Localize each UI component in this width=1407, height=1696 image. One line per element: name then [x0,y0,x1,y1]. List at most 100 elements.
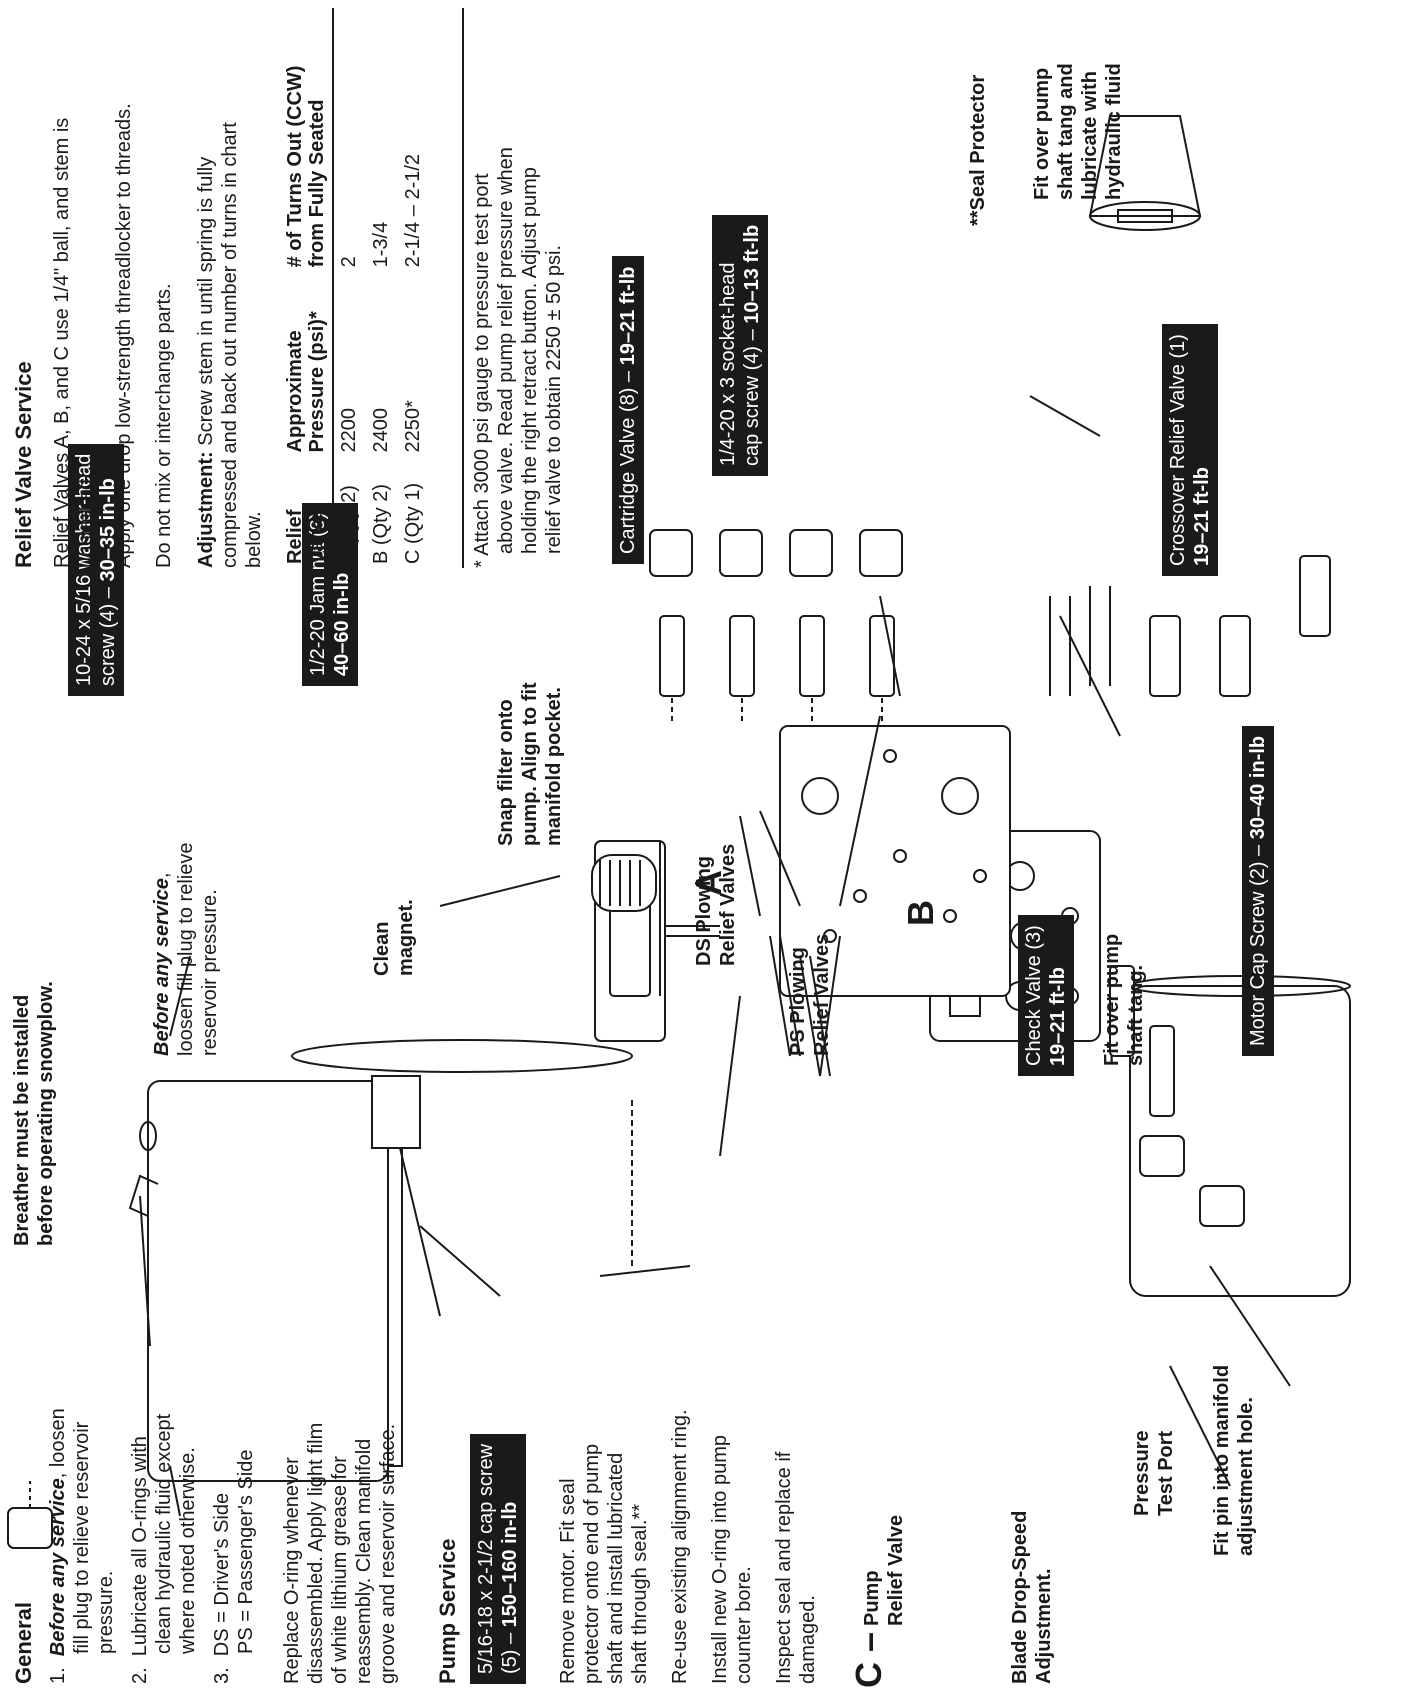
text: DS = Driver's Side [211,1492,233,1657]
general-item-2-line: clean hydraulic fluid except [153,1413,175,1654]
leader-line [879,595,901,697]
relief-service-title: Relief Valve Service [11,361,36,568]
general-item-1-line: pressure. [95,1570,117,1654]
letter-b: B [900,900,941,926]
motor-cap-screw-label: Motor Cap Screw (2) – 30–40 in-lb [1242,725,1274,1056]
leader-line [419,1225,501,1297]
cell-valve: C (Qty 1) [402,482,424,564]
text: , [151,872,173,879]
general-item-3: 3. DS = Driver's Side [210,1493,234,1684]
bottom-valves [1109,555,1331,1227]
text: Check Valve (3) [1023,925,1045,1066]
text: Pressure (psi)* [306,311,328,453]
magnet [371,1075,421,1149]
adjustment-text: Adjustment: Screw stem in until spring i… [194,157,218,568]
reuse-ring-note: Re-use existing alignment ring. [669,1409,691,1684]
clean-magnet-note: magnet. [395,899,417,976]
torque: 30–40 in-lb [1247,735,1269,840]
filter [591,854,657,912]
inspect-seal-note: damaged. [797,1595,819,1684]
col-header-turns: # of Turns Out (CCW)from Fully Seated [282,8,333,268]
breather-note: before operating snowplow. [35,981,57,1246]
clean-magnet-note: Clean [371,921,393,976]
text: 5/16-18 x 2-1/2 cap screw [475,1443,497,1674]
text: Crossover Relief Valve (1) [1167,334,1189,566]
text: (5) – [499,1627,521,1674]
cartridge-valves [649,529,903,721]
torque: 19–21 ft-lb [617,266,639,366]
torque: 40–60 in-lb [331,572,353,676]
seal-protector-title: **Seal Protector [967,74,989,226]
oring-note: disassembled. Apply light film [305,1422,327,1684]
cell-valve: A (Qty 2) [338,485,360,564]
adjustment-label: Adjustment: [195,451,217,568]
leader-line [1169,1365,1231,1487]
table-row: B (Qty 2) 2400 1-3/4 [366,8,398,564]
text: Relief [284,509,306,564]
cell-valve: B (Qty 2) [370,483,392,564]
leader-line [169,1465,181,1517]
reservoir-o-ring [291,1039,633,1073]
leader-line [1029,395,1101,437]
leader-line [819,935,841,1077]
text: Valve [306,512,328,564]
leader-line [439,875,561,907]
reservoir-tank [128,1080,403,1482]
text: # of Turns Out (CCW) [284,65,306,268]
oring-note: of white lithium grease for [329,1456,351,1684]
adjustment-text: below. [243,511,265,568]
fill-plug-note: reservoir pressure. [199,889,221,1056]
install-oring-note: counter bore. [733,1566,755,1684]
inspect-seal-note: Inspect seal and replace if [773,1451,795,1684]
table-row: C (Qty 1) 2250* 2-1/4 – 2-1/2 [398,8,430,564]
cell-pressure: 2400 [370,407,392,453]
socket-head-screws [1049,586,1111,696]
valve-manifold [779,725,1011,997]
remove-motor-note: protector onto end of pump [581,1443,603,1684]
leader-line [1209,1265,1291,1387]
pressure-footnote: relief valve to obtain 2250 ± 50 psi. [543,245,565,554]
torque: 150–160 in-lb [499,1501,521,1628]
item-number: 1. [47,1667,69,1684]
torque: 19–21 ft-lb [1047,967,1069,1066]
text: 1/4-20 x 3 socket-head [717,262,739,466]
pump-service-title: Pump Service [435,1538,460,1684]
text: , loosen [47,1408,69,1479]
cap-screw-label: 5/16-18 x 2-1/2 cap screw(5) – 150–160 i… [470,1433,526,1684]
relief-service-text: Apply one drop low-strength threadlocker… [113,103,135,568]
snap-filter-note: Snap filter onto [495,699,517,846]
text: from Fully Seated [306,99,328,268]
cell-turns: 1-3/4 [370,221,392,268]
fill-plug-note: loosen fill plug to relieve [175,842,197,1056]
leader-line [399,1147,441,1317]
adjustment-text: compressed and back out number of turns … [219,122,241,568]
emphasis: Before any service [151,878,173,1056]
cell-turns: 2 [338,256,360,268]
cell-pressure: 2200 [338,407,360,453]
relief-service-text: Relief Valves A, B, and C use 1/4" ball,… [51,117,73,568]
blade-drop-label: Adjustment. [1033,1568,1055,1684]
general-item-3-line: PS = Passenger's Side [235,1449,257,1655]
text: Motor Cap Screw (2) – [1247,839,1269,1046]
pump-relief-label: Pump [861,1570,883,1626]
ps-plowing-label: Relief Valves [811,933,833,1056]
text: Cartridge Valve (8) – [617,365,639,554]
relief-service-text: Do not mix or interchange parts. [153,283,175,568]
pressure-test-label: Test Port [1155,1430,1177,1516]
text: Screw stem in until spring is fully [195,156,217,452]
item-number: 3. [211,1667,233,1684]
leader-line [599,1265,691,1277]
table-row: A (Qty 2) 2200 2 [333,8,366,564]
emphasis: Before any service [47,1478,69,1657]
seal-protector [1088,115,1202,231]
pressure-footnote: * Attach 3000 psi gauge to pressure test… [471,173,493,568]
cell-turns: 2-1/4 – 2-1/2 [402,153,424,268]
text: screw (4) – [97,581,119,686]
remove-motor-note: shaft through seal.** [629,1503,651,1684]
